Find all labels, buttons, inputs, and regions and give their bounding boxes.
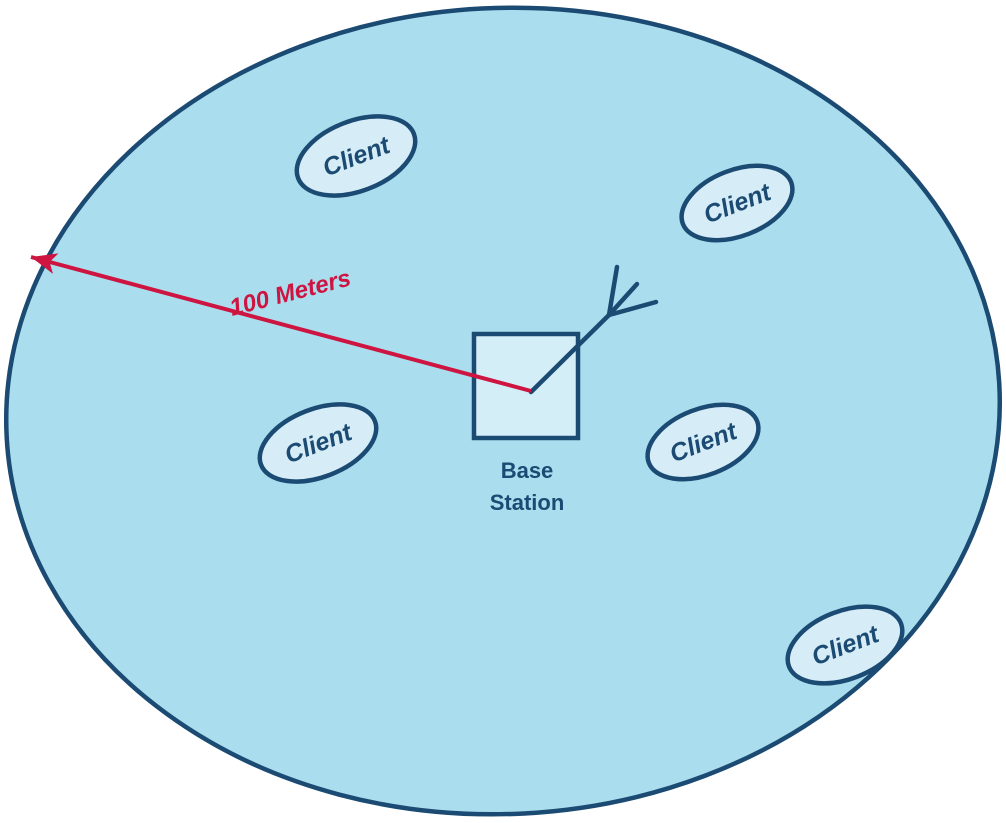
client-node[interactable]: Client xyxy=(777,592,913,698)
client-ellipse[interactable] xyxy=(671,151,803,254)
antenna-prong-icon xyxy=(606,299,659,318)
base-station-label-line1: Base xyxy=(501,458,554,483)
client-node[interactable]: Client xyxy=(249,389,387,496)
antenna-icon xyxy=(528,264,659,395)
client-ellipse[interactable] xyxy=(249,389,387,496)
antenna-prong-icon xyxy=(606,264,620,318)
client-ellipse[interactable] xyxy=(777,592,913,698)
client-node[interactable]: Client xyxy=(286,101,427,211)
client-node[interactable]: Client xyxy=(637,390,769,493)
antenna-mast xyxy=(528,312,612,395)
antenna-prong-icon xyxy=(606,281,640,318)
base-station-caption: Base Station xyxy=(490,458,565,515)
client-ellipse[interactable] xyxy=(637,390,769,493)
client-ellipse[interactable] xyxy=(286,101,427,211)
base-station-box[interactable] xyxy=(471,331,581,441)
base-station-label-line2: Station xyxy=(490,490,565,515)
distance-arrow-line xyxy=(30,253,532,393)
base-station-group[interactable] xyxy=(471,331,581,441)
client-node[interactable]: Client xyxy=(671,151,803,254)
